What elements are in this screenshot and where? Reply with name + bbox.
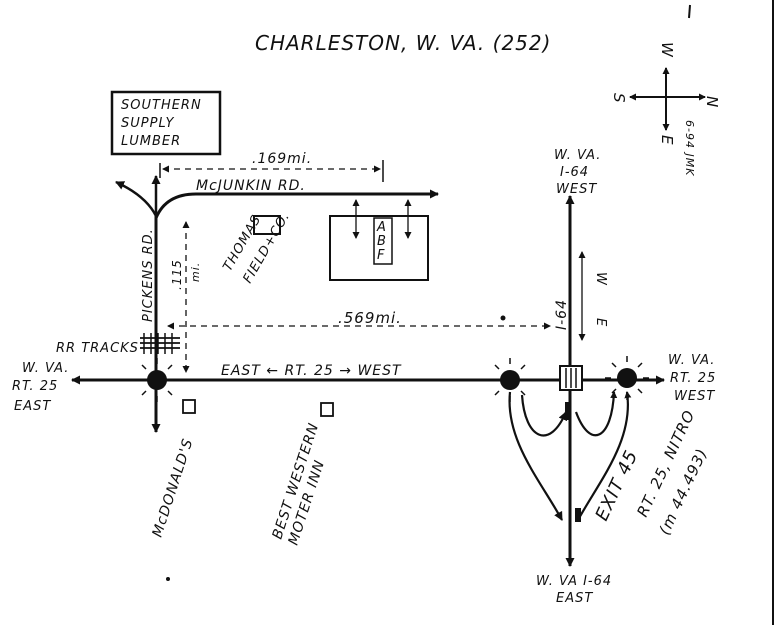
compass-east: E [658, 135, 676, 145]
rt25-east-end-1: W. VA. [668, 353, 715, 368]
abf-terminal: A B F [329, 199, 429, 281]
compass-west: W [658, 42, 676, 58]
mcjunkin-distance: .169mi. [159, 151, 384, 182]
compass-north: N [703, 96, 721, 108]
rt25-east-end-3: WEST [674, 389, 715, 404]
exit-45-ramps [508, 391, 632, 522]
i64-south-1: W. VA I-64 [536, 574, 612, 589]
abf-b: B [377, 234, 387, 249]
lumber-line-1: SOUTHERN [121, 98, 202, 113]
rt25-east-end-2: RT. 25 [670, 371, 716, 386]
i64-w-label: W [593, 272, 608, 286]
pickens-road: PICKENS RD. [141, 214, 161, 433]
mcjunkin-road-label: McJUNKIN RD. [196, 178, 306, 194]
mcjunkin-road: McJUNKIN RD. [115, 175, 439, 219]
southern-supply-lumber: SOUTHERN SUPPLY LUMBER [110, 90, 222, 156]
i64-north-1: W. VA. [554, 148, 601, 163]
pickens-distance: .115 mi. [170, 221, 202, 373]
scan-marks [166, 0, 774, 625]
abf-f: F [377, 248, 385, 263]
rt25-center-label: EAST ← RT. 25 → WEST [221, 363, 402, 379]
lumber-line-3: LUMBER [121, 134, 181, 149]
pickens-distance-value: .115 [170, 259, 184, 290]
rr-tracks: RR TRACKS [56, 333, 180, 356]
thomas-field-co: THOMAS FIELD+CO. [220, 210, 293, 286]
i64-e-label: E [593, 318, 608, 327]
i64-label: I-64 [554, 299, 570, 330]
rt25-distance-label: .569mi. [338, 309, 402, 327]
map-title: CHARLESTON, W. VA. (252) [255, 31, 551, 55]
rt25-west-end-1: W. VA. [22, 361, 69, 376]
compass-south: S [610, 93, 628, 104]
i64-south-2: EAST [556, 591, 593, 606]
i64-north-2: I-64 [560, 165, 589, 180]
best-western: BEST WESTERN MOTER INN [270, 402, 334, 547]
rt25-west-end-2: RT. 25 [12, 379, 58, 394]
exit-45-label: EXIT 45 RT. 25, NITRO (m 44.493) [591, 407, 711, 538]
route-25: EAST ← RT. 25 → WEST W. VA. RT. 25 EAST … [12, 353, 716, 414]
traffic-light-pickens [135, 358, 179, 402]
mcjunkin-distance-label: .169mi. [252, 151, 312, 167]
interstate-64: I-64 W E W. VA. I-64 WEST W. VA I-64 EAS… [536, 148, 612, 606]
pickens-road-label: PICKENS RD. [141, 228, 156, 322]
rt25-distance: .569mi. [167, 309, 551, 330]
abf-a: A [376, 220, 387, 235]
lumber-line-2: SUPPLY [121, 116, 174, 131]
traffic-light-i64-west-ramp [488, 358, 532, 402]
rr-tracks-label: RR TRACKS [56, 341, 139, 356]
rt25-west-end-3: EAST [14, 399, 51, 414]
compass-note: 6-94 JMK [683, 120, 696, 176]
compass-rose: N S W E 6-94 JMK [610, 42, 721, 176]
mcdonalds-label: McDONALD'S [150, 436, 197, 539]
i64-north-3: WEST [556, 182, 597, 197]
pickens-distance-unit: mi. [189, 262, 202, 282]
